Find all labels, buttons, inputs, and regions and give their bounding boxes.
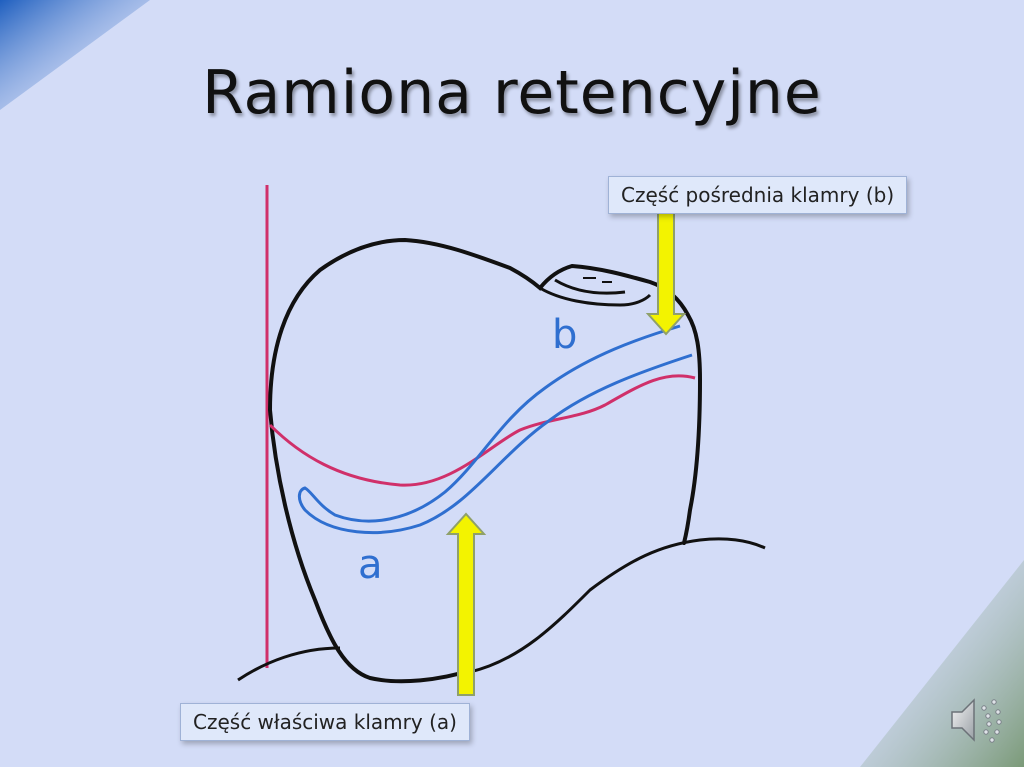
callout-retentive-part: Część właściwa klamry (a) [180, 703, 470, 741]
callout-intermediate-part: Część pośrednia klamry (b) [608, 176, 908, 214]
tooth-outline [268, 237, 703, 684]
arrow-to-b [645, 212, 687, 336]
diagram-label-a: a [358, 542, 383, 588]
arrow-to-a [445, 512, 487, 696]
gum-line [237, 537, 766, 682]
survey-contour-line [268, 374, 696, 487]
speaker-icon[interactable] [946, 690, 1006, 750]
clasp-arm [297, 324, 693, 534]
occlusal-detail [539, 278, 652, 307]
slide-title: Ramiona retencyjne [202, 58, 822, 128]
occlusal-marks [583, 277, 612, 283]
diagram-label-b: b [552, 312, 577, 358]
